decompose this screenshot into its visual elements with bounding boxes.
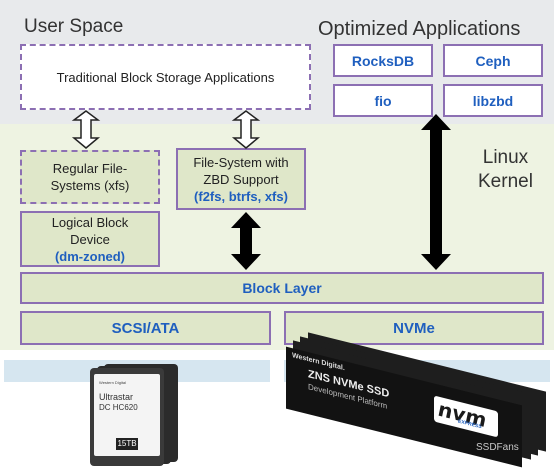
logical-block-line3: (dm-zoned): [54, 248, 126, 264]
regular-fs-box: Regular File- Systems (xfs): [20, 150, 160, 204]
hdd-brand: Western Digital: [99, 380, 127, 385]
hdd-label: Western Digital Ultrastar DC HC620 15TB: [94, 374, 160, 456]
zbd-fs-line3: (f2fs, btrfs, xfs): [194, 188, 288, 204]
regular-fs-line1: Regular File-: [52, 161, 128, 176]
ssd-image: Western Digital. ZNS NVMe SSD Developmen…: [286, 332, 548, 470]
regular-fs-line2: Systems (xfs): [50, 178, 130, 193]
scsi-ata-layer: SCSI/ATA: [20, 311, 271, 345]
app-rocksdb: RocksDB: [333, 44, 433, 77]
block-layer: Block Layer: [20, 272, 544, 304]
hdd-capacity: 15TB: [116, 438, 138, 450]
linux-kernel-label: Linux Kernel: [478, 146, 533, 194]
zbd-fs-line1: File-System with: [193, 154, 289, 170]
zbd-fs-box: File-System with ZBD Support (f2fs, btrf…: [176, 148, 306, 210]
linux-kernel-line2: Kernel: [478, 171, 533, 192]
hdd-model-line1: Ultrastar: [99, 392, 134, 402]
logical-block-line2: Device: [70, 231, 110, 247]
hdd-body: Western Digital Ultrastar DC HC620 15TB: [90, 368, 164, 466]
traditional-apps-label: Traditional Block Storage Applications: [56, 69, 275, 85]
user-space-label: User Space: [24, 16, 124, 37]
traditional-apps-box: Traditional Block Storage Applications: [20, 44, 311, 110]
hdd-image: Western Digital Ultrastar DC HC620 15TB: [84, 364, 184, 472]
optimized-apps-label: Optimized Applications: [318, 18, 521, 40]
hdd-model-line2: DC HC620: [99, 403, 138, 412]
app-fio: fio: [333, 84, 433, 117]
app-libzbd: libzbd: [443, 84, 543, 117]
logical-block-line1: Logical Block: [51, 214, 129, 230]
nvm-express-logo: nvm EXPRESS: [434, 395, 498, 438]
logical-block-device-box: Logical Block Device (dm-zoned): [20, 211, 160, 267]
app-ceph: Ceph: [443, 44, 543, 77]
linux-kernel-line1: Linux: [482, 147, 529, 168]
zbd-fs-line2: ZBD Support: [203, 171, 279, 187]
watermark: SSDFans: [476, 442, 519, 453]
